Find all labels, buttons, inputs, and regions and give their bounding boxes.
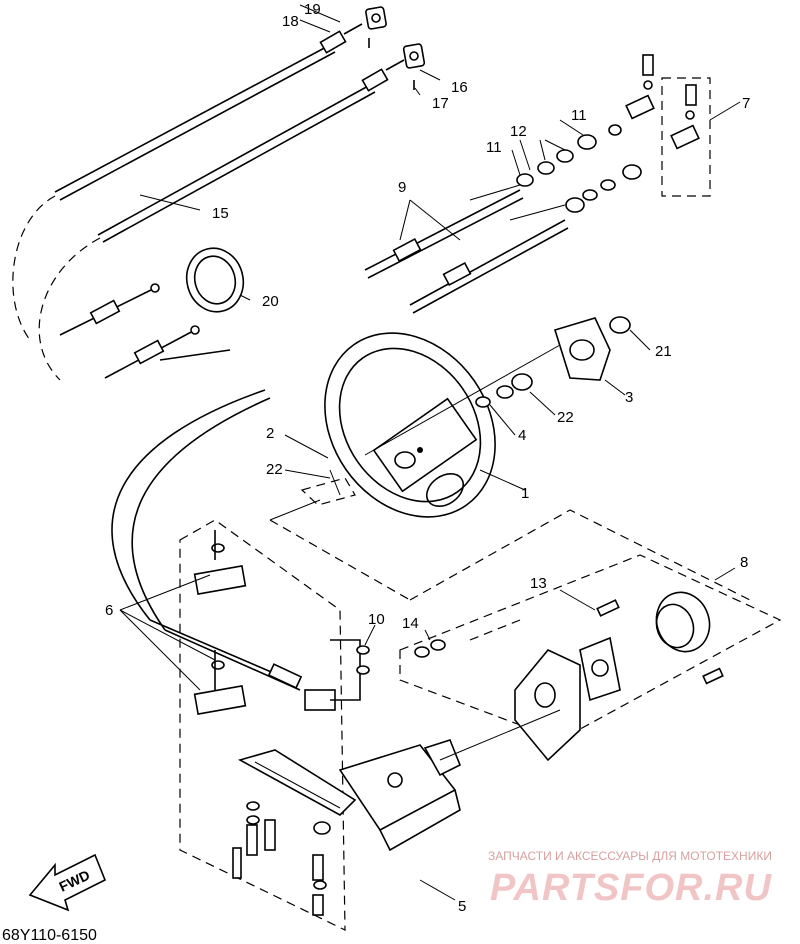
hub-plate <box>475 316 631 408</box>
callout-14: 14 <box>402 615 419 632</box>
joint-assy <box>625 54 711 197</box>
callout-12: 12 <box>510 123 527 140</box>
fwd-arrow-icon: FWD <box>28 853 107 912</box>
callout-2: 2 <box>266 425 274 442</box>
callout-19: 19 <box>304 1 321 18</box>
callout-20: 20 <box>262 293 279 310</box>
foot-pedal <box>232 739 462 916</box>
helm-assy <box>399 554 782 762</box>
grommet-part <box>185 247 245 313</box>
callout-4: 4 <box>518 427 526 444</box>
callout-18: 18 <box>282 13 299 30</box>
pedal-bracket-assy <box>179 519 370 931</box>
steering-wheel <box>324 332 496 518</box>
control-cables <box>12 23 405 691</box>
callout-7: 7 <box>742 95 750 112</box>
callout-5: 5 <box>458 898 466 915</box>
watermark: ЗАПЧАСТИ И АКСЕССУАРЫ ДЛЯ МОТОТЕХНИКИ PA… <box>488 849 772 909</box>
assembly-lines <box>269 344 751 601</box>
callout-numbers: 1 2 3 4 5 6 7 8 9 10 11 11 12 13 14 15 1… <box>105 1 750 915</box>
callout-11-lower: 11 <box>486 139 502 156</box>
watermark-tagline: ЗАПЧАСТИ И АКСЕССУАРЫ ДЛЯ МОТОТЕХНИКИ <box>488 849 772 863</box>
top-cable-brackets <box>365 6 426 90</box>
callout-6: 6 <box>105 602 113 619</box>
callout-22-left: 22 <box>266 461 283 478</box>
callout-8: 8 <box>740 554 748 571</box>
callout-22-right: 22 <box>557 409 574 426</box>
nuts-and-washers <box>516 124 642 213</box>
leader-lines <box>119 4 741 901</box>
callout-9: 9 <box>398 179 406 196</box>
callout-16: 16 <box>451 79 468 96</box>
callout-13: 13 <box>530 575 547 592</box>
callout-10: 10 <box>368 611 385 628</box>
callout-11-upper: 11 <box>571 107 587 124</box>
part-code: 68Y110-6150 <box>2 927 97 944</box>
callout-15: 15 <box>212 205 229 222</box>
callout-1: 1 <box>521 485 529 502</box>
callout-17: 17 <box>432 95 449 112</box>
callout-3: 3 <box>625 389 633 406</box>
steering-cables <box>364 184 569 314</box>
callout-21: 21 <box>655 343 672 360</box>
watermark-logo: PARTSFOR.RU <box>490 867 772 909</box>
